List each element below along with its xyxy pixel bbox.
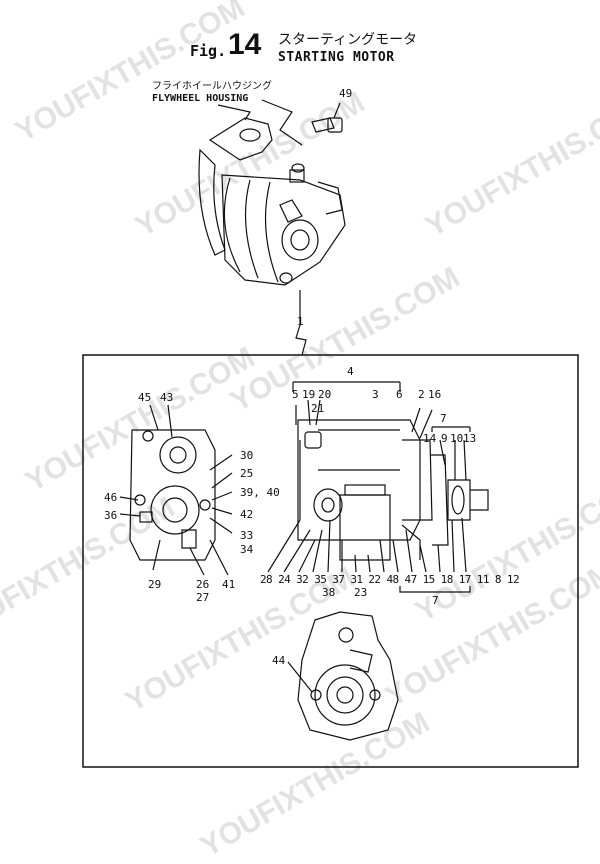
front-view-drawing xyxy=(119,404,233,576)
flywheel-housing-label-jp: フライホイールハウジング xyxy=(152,81,272,92)
callout-7-top: 7 xyxy=(440,412,447,425)
callout-45: 45 xyxy=(138,391,152,404)
callout-42: 42 xyxy=(240,508,254,521)
callout-43: 43 xyxy=(160,391,174,404)
callout-7-bottom: 7 xyxy=(432,594,439,607)
callout-30: 30 xyxy=(240,449,254,462)
callout-29: 29 xyxy=(148,578,162,591)
flywheel-housing-label-en: FLYWHEEL HOUSING xyxy=(152,93,249,104)
connector-line xyxy=(295,324,307,356)
bolt-49-drawing xyxy=(311,102,343,133)
callout-41: 41 xyxy=(222,578,236,591)
callout-3: 3 xyxy=(372,388,379,401)
callout-21: 21 xyxy=(311,402,325,415)
callout-1: 1 xyxy=(297,315,304,328)
callout-38: 38 xyxy=(322,586,336,599)
callout-2: 2 xyxy=(418,388,425,401)
break-line xyxy=(261,99,303,146)
callout-13: 13 xyxy=(463,432,477,445)
callout-14: 14 xyxy=(423,432,437,445)
figure-number: 14 xyxy=(228,28,262,61)
callout-26: 26 xyxy=(196,578,210,591)
figure-prefix: Fig. xyxy=(190,42,227,60)
callout-27: 27 xyxy=(196,591,210,604)
callout-10: 10 xyxy=(450,432,464,445)
end-view-drawing xyxy=(287,611,399,741)
callout-row-bottom: 28 24 32 35 37 31 22 48 47 15 18 17 11 8… xyxy=(260,573,520,586)
detail-frame xyxy=(82,354,579,768)
callout-49: 49 xyxy=(339,87,353,100)
callout-9: 9 xyxy=(441,432,448,445)
callout-34: 34 xyxy=(240,543,254,556)
starter-assembly-top xyxy=(198,117,346,325)
callout-39-40: 39, 40 xyxy=(240,486,280,499)
callout-33: 33 xyxy=(240,529,254,542)
callout-19: 19 xyxy=(302,388,316,401)
callout-16: 16 xyxy=(428,388,442,401)
callout-4: 4 xyxy=(347,365,354,378)
callout-23: 23 xyxy=(354,586,368,599)
callout-44: 44 xyxy=(272,654,286,667)
callout-36: 36 xyxy=(104,509,118,522)
callout-46: 46 xyxy=(104,491,118,504)
callout-6: 6 xyxy=(396,388,403,401)
title-japanese: スターティングモータ xyxy=(278,32,418,48)
title-english: STARTING MOTOR xyxy=(278,50,395,65)
callout-25: 25 xyxy=(240,467,254,480)
side-view-drawing xyxy=(267,381,489,593)
housing-leader-line xyxy=(217,104,251,121)
callout-20: 20 xyxy=(318,388,332,401)
callout-5: 5 xyxy=(292,388,299,401)
